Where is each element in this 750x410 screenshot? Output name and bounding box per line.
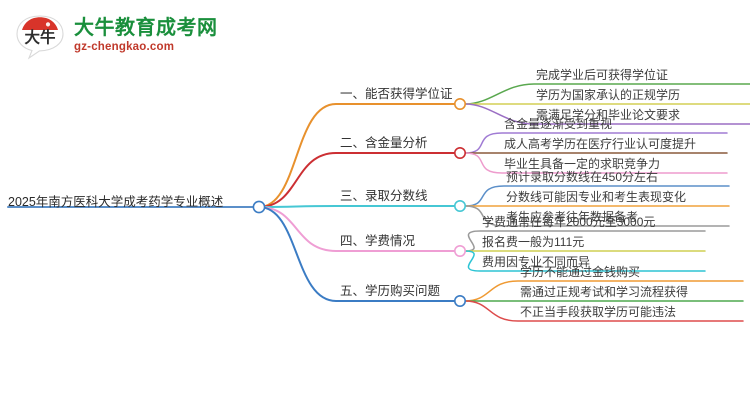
branch-label-1[interactable]: 一、能否获得学位证 — [340, 87, 453, 101]
leaf-label-2-2[interactable]: 成人高考学历在医疗行业认可度提升 — [504, 137, 697, 151]
leaf-label-3-3[interactable]: 考生应参考往年数据备考 — [506, 210, 639, 224]
logo-text: 大牛教育成考网 gz-chengkao.com — [74, 18, 218, 54]
leaf-label-1-3[interactable]: 需满足学分和毕业论文要求 — [536, 108, 681, 122]
branch-label-4[interactable]: 四、学费情况 — [340, 234, 416, 248]
logo-title: 大牛教育成考网 — [74, 17, 218, 40]
branch-label-2[interactable]: 二、含金量分析 — [340, 136, 428, 150]
root-node-label[interactable]: 2025年南方医科大学成考药学专业概述 — [8, 195, 224, 209]
leaf-label-1-1[interactable]: 完成学业后可获得学位证 — [536, 68, 669, 82]
logo-mark-icon: 大牛 — [14, 12, 66, 60]
svg-text:大牛: 大牛 — [24, 28, 56, 47]
logo-domain: gz-chengkao.com — [74, 41, 175, 54]
leaf-label-5-2[interactable]: 需通过正规考试和学习流程获得 — [520, 285, 689, 299]
leaf-label-5-3[interactable]: 不正当手段获取学历可能违法 — [520, 305, 677, 319]
branch-label-5[interactable]: 五、学历购买问题 — [340, 284, 441, 298]
leaf-label-1-2[interactable]: 学历为国家承认的正规学历 — [536, 88, 681, 102]
leaf-label-4-2[interactable]: 报名费一般为111元 — [482, 235, 585, 249]
leaf-label-5-1[interactable]: 学历不能通过金钱购买 — [520, 265, 641, 279]
branch-label-3[interactable]: 三、录取分数线 — [340, 189, 428, 203]
leaf-label-2-1[interactable]: 含金量逐渐受到重视 — [504, 117, 613, 131]
leaf-label-4-3[interactable]: 费用因专业不同而异 — [482, 255, 591, 269]
site-logo[interactable]: 大牛 大牛教育成考网 gz-chengkao.com — [14, 10, 244, 62]
leaf-label-3-2[interactable]: 分数线可能因专业和考生表现变化 — [506, 190, 687, 204]
leaf-label-4-1[interactable]: 学费通常在每年2000元至3000元 — [482, 215, 656, 229]
leaf-label-2-3[interactable]: 毕业生具备一定的求职竞争力 — [504, 157, 661, 171]
leaf-label-3-1[interactable]: 预计录取分数线在450分左右 — [506, 170, 659, 184]
